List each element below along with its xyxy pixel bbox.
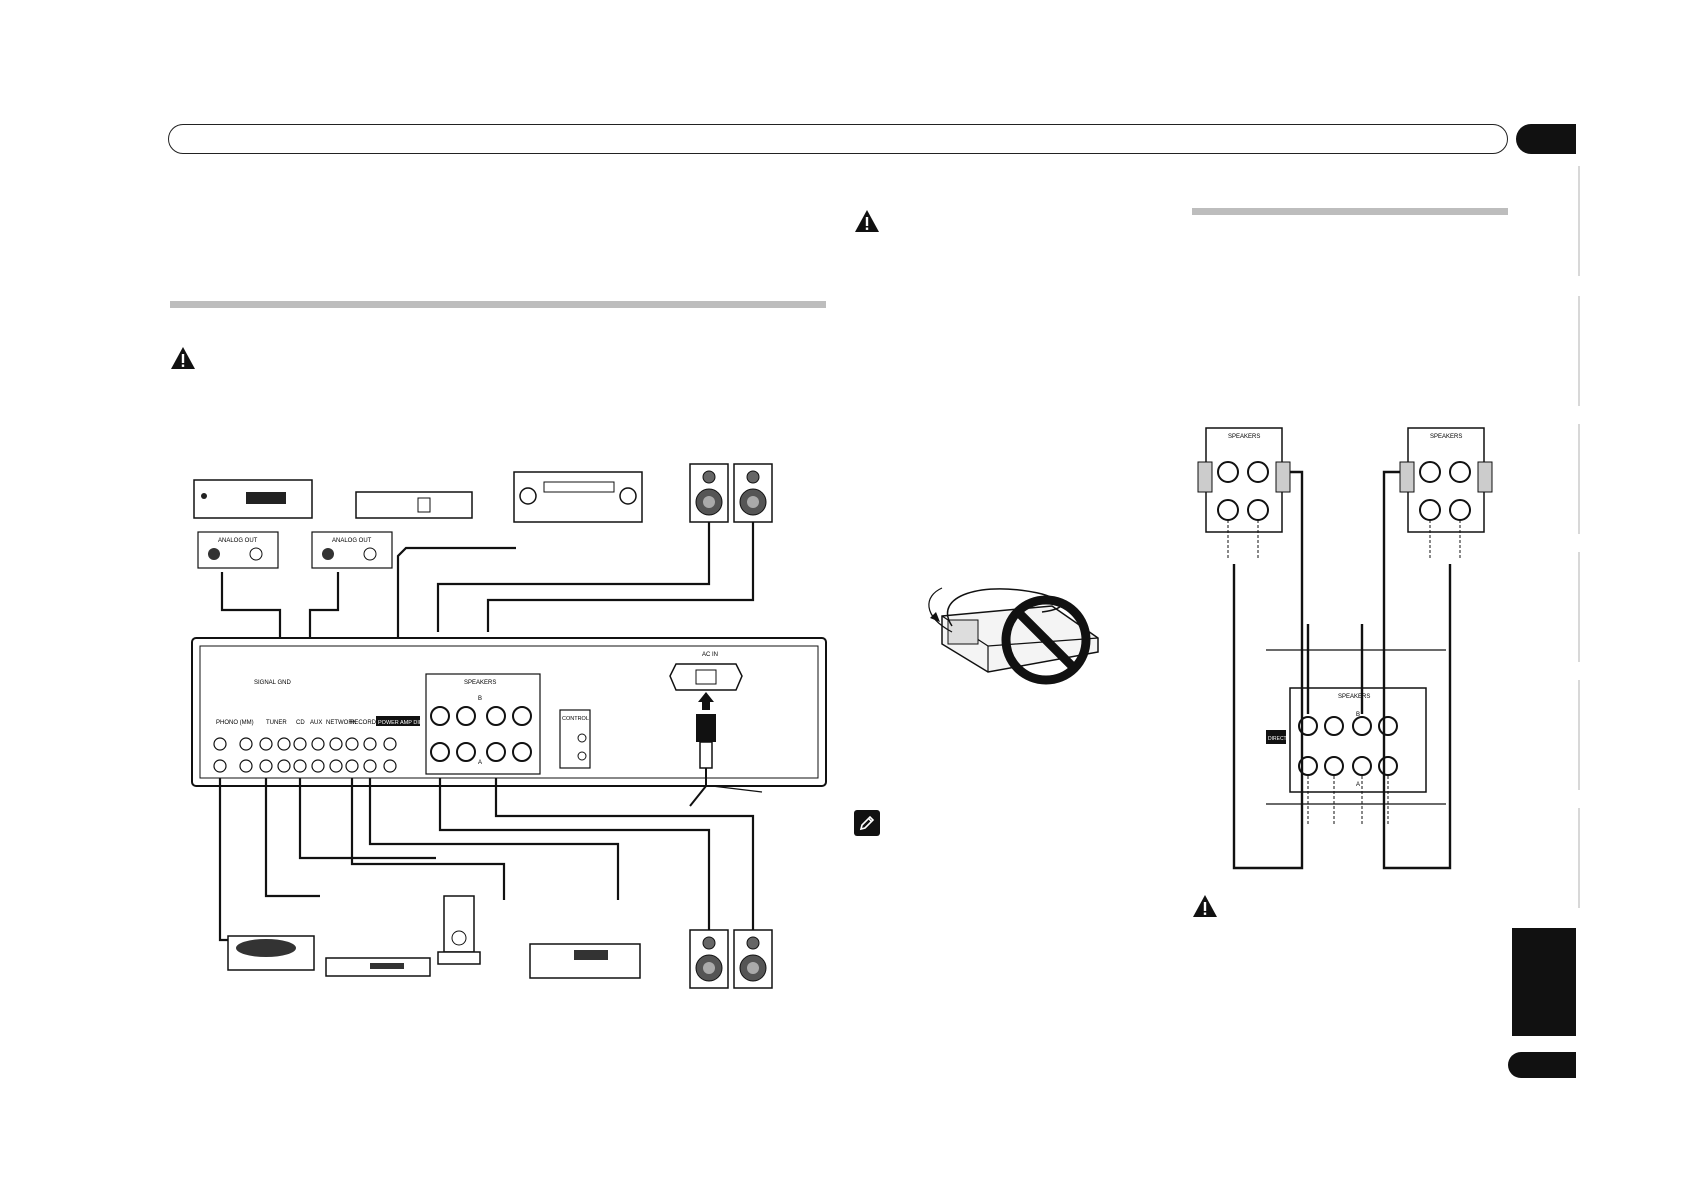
speaker-bottom-left <box>689 929 729 989</box>
cd-player <box>193 479 313 519</box>
side-rule <box>1578 808 1580 908</box>
network-label: NETWORK <box>326 720 357 726</box>
cd-label: CD <box>296 720 305 726</box>
pencil-note-icon <box>854 810 880 836</box>
side-rule <box>1578 166 1580 276</box>
warning-triangle-icon <box>855 210 879 232</box>
recorder-device <box>529 943 641 979</box>
signal-gnd-label: SIGNAL GND <box>254 680 291 686</box>
ipod-dock <box>437 895 481 965</box>
turntable <box>227 935 315 971</box>
speakers-a-label: A <box>1356 782 1360 788</box>
side-rule <box>1578 552 1580 662</box>
speaker-bottom-right <box>733 929 773 989</box>
side-rule <box>1578 296 1580 406</box>
direct-label: DIRECT <box>1268 736 1287 742</box>
speakers-label: SPEAKERS <box>1430 434 1462 440</box>
no-symbol-icon <box>928 587 1099 685</box>
section-heading-bar-right <box>1192 208 1508 215</box>
warning-triangle-icon <box>171 347 195 369</box>
control-label: CONTROL <box>562 716 589 722</box>
speakers-a-label: A <box>478 760 482 766</box>
side-rule <box>1578 424 1580 534</box>
speakers-label: SPEAKERS <box>1228 434 1260 440</box>
power-amp-direct-label: POWER AMP DIRECT <box>378 720 434 726</box>
speaker-top-right <box>733 463 773 523</box>
speakers-b-label: B <box>1356 712 1360 718</box>
chapter-tab <box>1516 124 1576 154</box>
recorder-label: RECORDER <box>350 720 385 726</box>
language-tab <box>1512 928 1576 1036</box>
ac-in-label: AC IN <box>702 652 718 658</box>
warning-triangle-icon <box>1193 895 1217 917</box>
speakers-label: SPEAKERS <box>464 680 496 686</box>
tuner-device <box>325 957 431 977</box>
side-rule <box>1578 680 1580 790</box>
tuner-label: TUNER <box>266 720 287 726</box>
av-receiver <box>513 471 643 523</box>
section-heading-bar-left <box>170 301 826 308</box>
connection-diagram: ANALOG OUT ANALOG OUT SIGNAL GND PHONO (… <box>191 463 827 989</box>
speaker-top-left <box>689 463 729 523</box>
phono-label: PHONO (MM) <box>216 720 254 726</box>
analog-out-label: ANALOG OUT <box>218 538 258 544</box>
speakers-label: SPEAKERS <box>1338 694 1370 700</box>
speakers-b-label: B <box>478 696 482 702</box>
page-number-tab <box>1508 1052 1576 1078</box>
aux-label: AUX <box>310 720 322 726</box>
biwiring-diagram: SPEAKERS SPEAKERS SPEAKERS B A DIRECT <box>1197 427 1493 870</box>
header-bar <box>168 124 1508 154</box>
analog-out-label: ANALOG OUT <box>332 538 372 544</box>
network-player <box>355 491 473 519</box>
